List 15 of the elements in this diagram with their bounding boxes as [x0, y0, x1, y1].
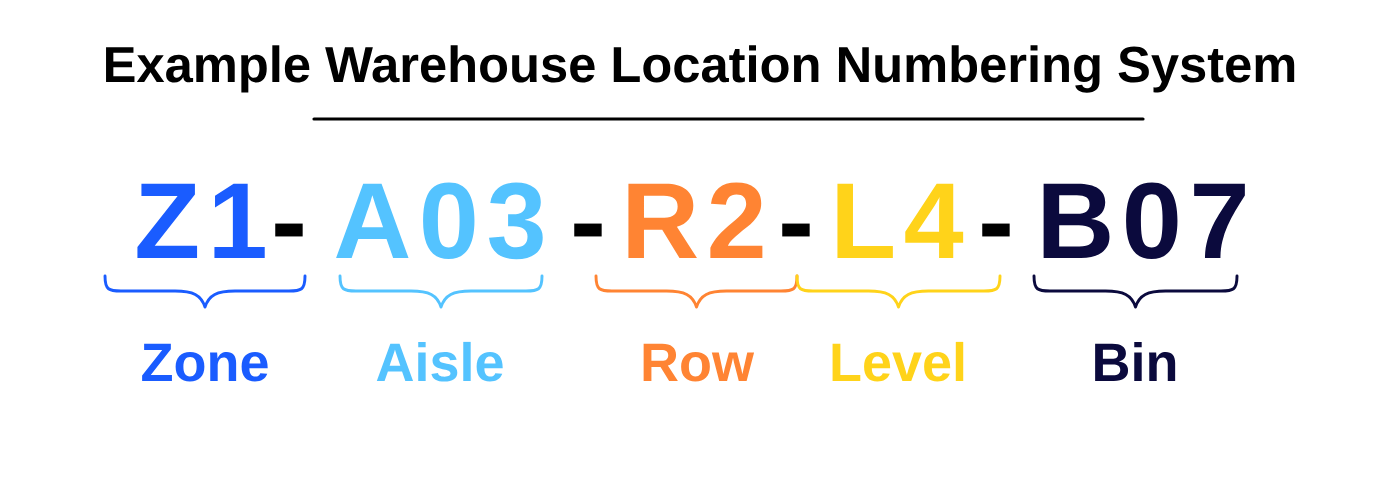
segment-label: Bin	[1095, 341, 1176, 381]
segment-label: Level	[832, 341, 964, 382]
title: Example Warehouse Location Numbering System	[106, 45, 1295, 93]
segment-label: Row	[643, 343, 755, 382]
location-code-text: L4	[837, 183, 964, 258]
separator-hyphen: -	[782, 223, 810, 237]
segment-label: Aisle	[376, 341, 503, 382]
separator-hyphen: -	[275, 223, 303, 237]
location-code-text: R2	[628, 182, 763, 258]
location-code-text: Z1	[137, 183, 265, 258]
separator-hyphen: -	[574, 223, 602, 237]
segment-label: Zone	[142, 343, 268, 382]
location-code-text: A03	[336, 182, 543, 260]
location-code-text: B07	[1043, 182, 1245, 260]
separator-hyphen: -	[982, 223, 1010, 237]
